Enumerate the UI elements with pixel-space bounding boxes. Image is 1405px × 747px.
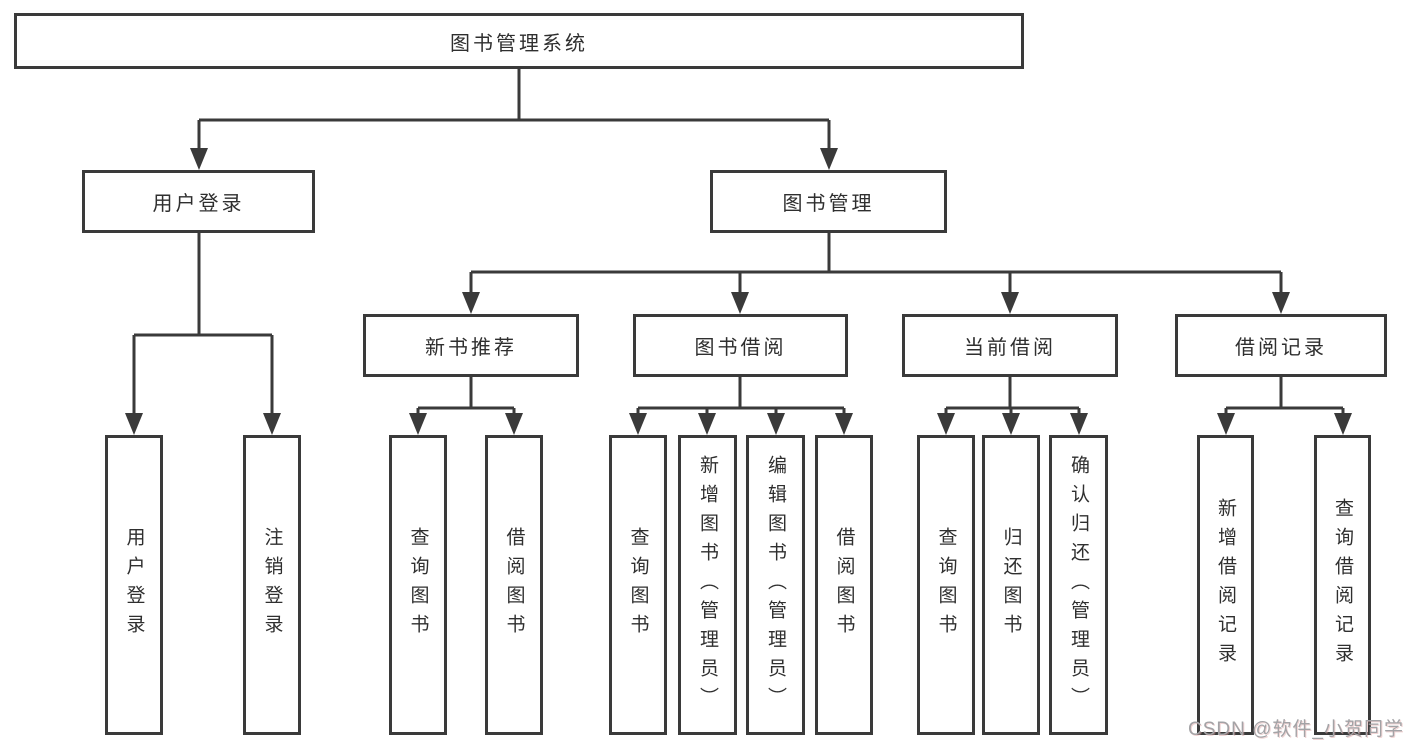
leaf-borrow-books-label: 借阅图书 [833,527,855,643]
leaf-confirm-return-admin-label: 确认归还（管理员） [1068,454,1089,716]
arrow-down-icon [190,148,208,170]
node-new-book-recommend-label: 新书推荐 [425,337,517,359]
leaf-query-books-current-label: 查询图书 [935,527,957,643]
arrow-down-icon [263,413,281,435]
leaf-borrow-books: 借阅图书 [815,435,873,735]
leaf-query-books-borrow: 查询图书 [609,435,667,735]
arrow-down-icon [1334,413,1352,435]
leaf-user-login-label: 用户登录 [123,527,145,643]
arrow-down-icon [820,148,838,170]
arrow-down-icon [835,413,853,435]
leaf-return-books: 归还图书 [982,435,1040,735]
node-book-management: 图书管理 [710,170,947,233]
leaf-query-books-recommend-label: 查询图书 [407,527,429,643]
leaf-query-borrow-record: 查询借阅记录 [1314,435,1371,735]
arrow-down-icon [629,413,647,435]
leaf-query-books-recommend: 查询图书 [389,435,447,735]
arrow-down-icon [698,413,716,435]
csdn-watermark: CSDN @软件_小贺同学 [1188,719,1404,740]
arrow-down-icon [462,292,480,314]
leaf-add-books-admin-label: 新增图书（管理员） [697,454,718,716]
leaf-edit-books-admin: 编辑图书（管理员） [746,435,805,735]
node-book-borrow: 图书借阅 [633,314,848,377]
leaf-borrow-books-recommend: 借阅图书 [485,435,543,735]
node-new-book-recommend: 新书推荐 [363,314,579,377]
leaf-query-borrow-record-label: 查询借阅记录 [1332,498,1353,672]
leaf-confirm-return-admin: 确认归还（管理员） [1049,435,1108,735]
leaf-query-books-borrow-label: 查询图书 [627,527,649,643]
node-user-login-label: 用户登录 [152,193,245,215]
arrow-down-icon [1002,413,1020,435]
node-borrow-records: 借阅记录 [1175,314,1387,377]
leaf-user-login: 用户登录 [105,435,163,735]
connector-book-borrow [636,377,846,416]
node-root: 图书管理系统 [14,13,1024,69]
arrow-down-icon [767,413,785,435]
connector-book-management [469,233,1283,295]
arrow-down-icon [1070,413,1088,435]
node-book-borrow-label: 图书借阅 [694,337,787,359]
arrow-down-icon [937,413,955,435]
arrow-down-icon [1272,292,1290,314]
arrow-down-icon [505,413,523,435]
node-book-management-label: 图书管理 [782,193,875,215]
leaf-add-books-admin: 新增图书（管理员） [678,435,737,735]
node-current-borrow: 当前借阅 [902,314,1118,377]
leaf-add-borrow-record-label: 新增借阅记录 [1215,498,1236,672]
arrow-down-icon [409,413,427,435]
connector-current-borrow [944,377,1081,416]
arrow-down-icon [731,292,749,314]
leaf-edit-books-admin-label: 编辑图书（管理员） [765,454,786,716]
arrow-down-icon [125,413,143,435]
leaf-logout-label: 注销登录 [261,527,283,643]
leaf-logout: 注销登录 [243,435,301,735]
connector-user-login [132,233,274,416]
node-user-login: 用户登录 [82,170,315,233]
arrowheads [125,148,1352,435]
node-root-label: 图书管理系统 [450,32,588,55]
connector-new-book-recommend [416,377,516,416]
connector-root [197,69,831,150]
node-current-borrow-label: 当前借阅 [964,337,1056,359]
arrow-down-icon [1217,413,1235,435]
arrow-down-icon [1001,292,1019,314]
leaf-return-books-label: 归还图书 [1000,527,1022,643]
node-borrow-records-label: 借阅记录 [1235,337,1327,359]
leaf-query-books-current: 查询图书 [917,435,975,735]
leaf-add-borrow-record: 新增借阅记录 [1197,435,1254,735]
connector-borrow-records [1224,377,1345,416]
leaf-borrow-books-recommend-label: 借阅图书 [503,527,525,643]
